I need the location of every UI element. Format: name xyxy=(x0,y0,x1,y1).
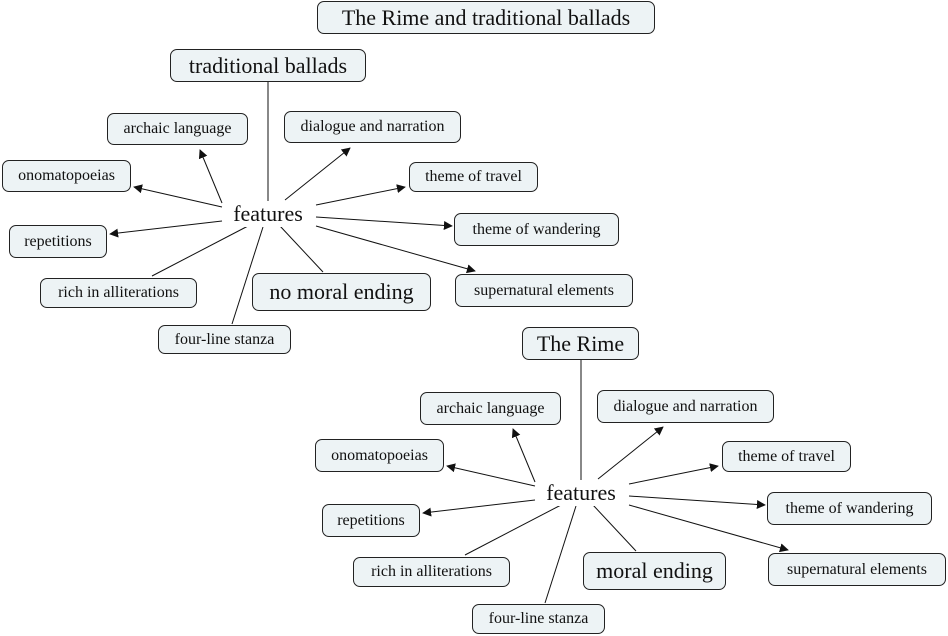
concept-node[interactable]: rich in alliterations xyxy=(40,278,197,308)
line-connector xyxy=(279,225,324,273)
arrow-connector xyxy=(315,216,453,230)
arrow-connector xyxy=(597,426,664,480)
arrow-connector xyxy=(446,463,536,487)
concept-node[interactable]: archaic language xyxy=(420,392,561,425)
line-connector xyxy=(544,505,577,604)
concept-node[interactable]: theme of travel xyxy=(409,162,538,192)
concept-node[interactable]: onomatopoeias xyxy=(315,439,444,472)
line-connector xyxy=(464,504,562,556)
concept-node[interactable]: supernatural elements xyxy=(768,553,946,586)
concept-node[interactable]: repetitions xyxy=(9,225,107,258)
arrow-connector xyxy=(284,147,351,201)
link-label-features: features xyxy=(542,480,620,506)
link-label-features: features xyxy=(229,201,307,227)
root-node-traditional-ballads[interactable]: traditional ballads xyxy=(170,49,366,82)
root-node-the-rime[interactable]: The Rime xyxy=(522,327,639,360)
arrow-connector xyxy=(315,184,406,206)
arrow-connector xyxy=(628,463,719,485)
concept-node[interactable]: repetitions xyxy=(322,504,420,537)
arrow-connector xyxy=(133,184,223,208)
title-node[interactable]: The Rime and traditional ballads xyxy=(317,1,655,34)
arrow-connector xyxy=(422,499,536,517)
line-connector xyxy=(151,225,249,277)
arrow-connector xyxy=(315,225,476,274)
line-connector xyxy=(231,226,264,325)
concept-node[interactable]: rich in alliterations xyxy=(353,557,510,587)
concept-node[interactable]: theme of wandering xyxy=(767,492,932,525)
concept-node[interactable]: supernatural elements xyxy=(455,274,633,307)
arrow-connector xyxy=(109,220,223,238)
arrow-connector xyxy=(511,428,536,483)
concept-node[interactable]: onomatopoeias xyxy=(2,160,131,192)
concept-node[interactable]: dialogue and narration xyxy=(284,111,461,143)
concept-node[interactable]: archaic language xyxy=(107,113,248,145)
concept-node[interactable]: four-line stanza xyxy=(472,604,605,634)
concept-node[interactable]: four-line stanza xyxy=(158,325,291,354)
line-connector xyxy=(592,504,637,552)
concept-node[interactable]: no moral ending xyxy=(252,273,431,311)
concept-node[interactable]: dialogue and narration xyxy=(597,390,774,423)
arrow-connector xyxy=(628,495,766,509)
arrow-connector xyxy=(628,504,789,553)
concept-node[interactable]: theme of travel xyxy=(722,441,851,472)
arrow-connector xyxy=(198,149,223,204)
concept-node[interactable]: theme of wandering xyxy=(454,213,619,246)
concept-node[interactable]: moral ending xyxy=(583,552,726,590)
